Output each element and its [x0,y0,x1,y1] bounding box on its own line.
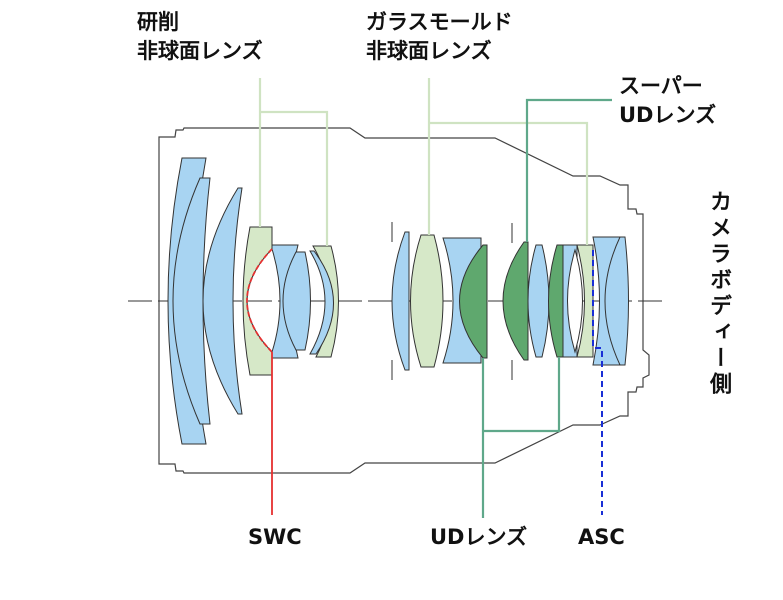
aspherical-leader-lines [258,78,589,246]
label-glass-mold-aspherical: ガラスモールド 非球面レンズ [366,8,513,66]
label-swc: SWC [248,525,302,549]
label-asc: ASC [578,525,625,549]
lens-element-2 [172,177,211,425]
lens-element-15-ud [548,244,564,358]
lens-element-13-super-ud [502,241,529,361]
swc-coating-curve [246,248,273,353]
lens-element-18-glass-mold-aspherical [576,244,594,358]
lens-element-19-inner-surface [604,236,621,366]
label-line: ガラスモールド [366,10,513,34]
label-line: UDレンズ [619,103,717,127]
lens-element-7 [309,250,334,355]
lens-element-17 [567,248,583,354]
lens-element-9 [391,231,410,371]
label-line: スーパー [619,74,703,98]
lens-element-3 [202,187,243,415]
ud-leader-lines [481,98,612,518]
aperture-marks [391,222,513,380]
label-ground-aspherical: 研削 非球面レンズ [137,8,263,66]
label-camera-body-side: カメラボディー側 [706,190,731,398]
lens-element-19 [592,236,629,366]
label-ud-lens: UDレンズ [430,525,528,549]
lens-barrel-outline [158,127,650,474]
lens-elements [167,157,629,445]
label-line: 非球面レンズ [366,39,492,63]
lens-element-14 [527,244,550,358]
label-super-ud: スーパー UDレンズ [619,72,716,130]
lens-element-10-glass-mold-aspherical [410,234,444,368]
lens-element-6 [282,251,311,351]
label-line: 研削 [137,10,179,34]
asc-leader-line [592,250,603,515]
label-line: 非球面レンズ [137,39,263,63]
